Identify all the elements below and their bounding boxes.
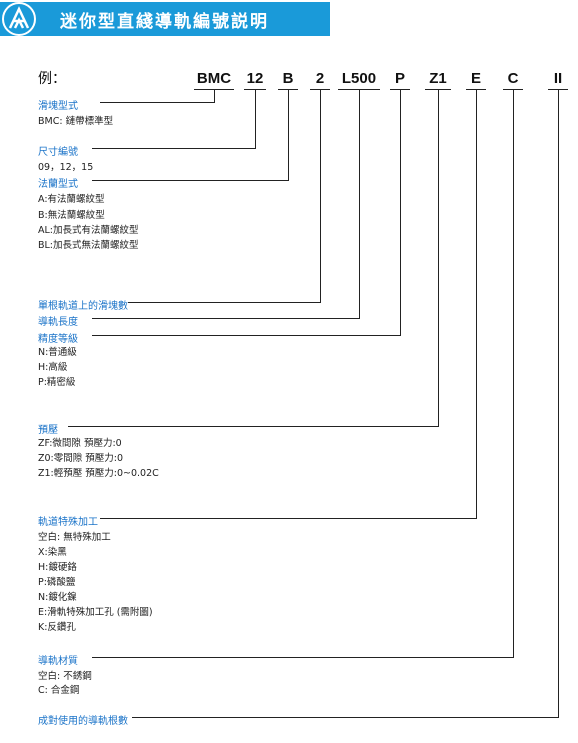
option-item: ZF:微間隙 預壓力:0 xyxy=(38,438,122,449)
code-series: BMC xyxy=(196,70,232,87)
option-item: P:磷酸鹽 xyxy=(38,577,76,588)
connector-line xyxy=(513,90,514,657)
section-title-block-type: 滑塊型式 xyxy=(38,101,78,112)
code-flange: B xyxy=(282,70,294,87)
code-size: 12 xyxy=(246,70,264,87)
connector-line xyxy=(132,717,559,718)
option-item: 空白: 無特殊加工 xyxy=(38,532,111,543)
code-underline xyxy=(244,89,266,90)
connector-line xyxy=(438,90,439,426)
option-item: E:滑軌特殊加工孔 (需附圖) xyxy=(38,607,153,618)
section-title-rail-material: 導軌材質 xyxy=(38,656,78,667)
code-underline xyxy=(338,89,380,90)
section-title-preload: 預壓 xyxy=(38,425,58,436)
section-title-rail-length: 導軌長度 xyxy=(38,317,78,328)
option-item: K:反鑽孔 xyxy=(38,622,76,633)
code-underline xyxy=(194,89,234,90)
code-underline xyxy=(425,89,451,90)
option-item: N:普通級 xyxy=(38,347,77,358)
option-item: X:染黑 xyxy=(38,547,67,558)
page-title: 迷你型直綫導軌編號説明 xyxy=(60,12,269,32)
code-rail-count: II xyxy=(553,70,563,87)
option-item: 空白: 不銹鋼 xyxy=(38,671,92,682)
section-title-block-count: 單根軌道上的滑塊數 xyxy=(38,301,128,312)
option-item: BL:加長式無法蘭螺紋型 xyxy=(38,240,139,251)
connector-line xyxy=(92,318,360,319)
code-underline xyxy=(310,89,330,90)
header-bar xyxy=(0,2,330,36)
connector-line xyxy=(100,518,477,519)
code-underline xyxy=(390,89,410,90)
option-item: A:有法蘭螺紋型 xyxy=(38,194,105,205)
section-title-rail-pair-count: 成對使用的導軌根數 xyxy=(38,716,128,727)
connector-line xyxy=(288,90,289,180)
code-rail-treatment: E xyxy=(470,70,481,87)
option-item: N:鍍化鎳 xyxy=(38,592,77,603)
code-rail-material: C xyxy=(507,70,519,87)
example-label: 例： xyxy=(38,71,66,87)
code-underline xyxy=(503,89,523,90)
option-item: BMC: 鏈帶標準型 xyxy=(38,116,114,127)
connector-line xyxy=(92,335,401,336)
connector-line xyxy=(128,302,321,303)
connector-line xyxy=(68,426,439,427)
connector-line xyxy=(359,90,360,318)
code-block-count: 2 xyxy=(315,70,325,87)
connector-line xyxy=(100,102,215,103)
option-item: C: 合金鋼 xyxy=(38,685,80,696)
option-item: Z1:輕預壓 預壓力:0~0.02C xyxy=(38,468,159,479)
connector-line xyxy=(320,90,321,302)
connector-line xyxy=(476,90,477,518)
option-item: B:無法蘭螺紋型 xyxy=(38,210,105,221)
option-item: 09，12，15 xyxy=(38,162,94,173)
connector-line xyxy=(400,90,401,335)
code-underline xyxy=(278,89,298,90)
section-title-size: 尺寸編號 xyxy=(38,147,78,158)
code-length: L500 xyxy=(341,70,377,87)
connector-line xyxy=(92,657,514,658)
option-item: AL:加長式有法蘭螺紋型 xyxy=(38,225,139,236)
option-item: P:精密級 xyxy=(38,377,76,388)
code-underline xyxy=(548,89,568,90)
connector-line xyxy=(92,148,256,149)
option-item: Z0:零間隙 預壓力:0 xyxy=(38,453,124,464)
code-underline xyxy=(466,89,486,90)
connector-line xyxy=(255,90,256,148)
code-preload: Z1 xyxy=(429,70,447,87)
connector-line xyxy=(92,180,289,181)
section-title-flange: 法蘭型式 xyxy=(38,179,78,190)
connector-line xyxy=(214,90,215,102)
option-item: H:高級 xyxy=(38,362,68,373)
connector-line xyxy=(558,90,559,717)
section-title-accuracy: 精度等級 xyxy=(38,334,78,345)
company-logo-icon xyxy=(2,2,36,36)
code-accuracy: P xyxy=(394,70,405,87)
option-item: H:鍍硬鉻 xyxy=(38,562,77,573)
section-title-rail-treatment: 軌道特殊加工 xyxy=(38,517,98,528)
